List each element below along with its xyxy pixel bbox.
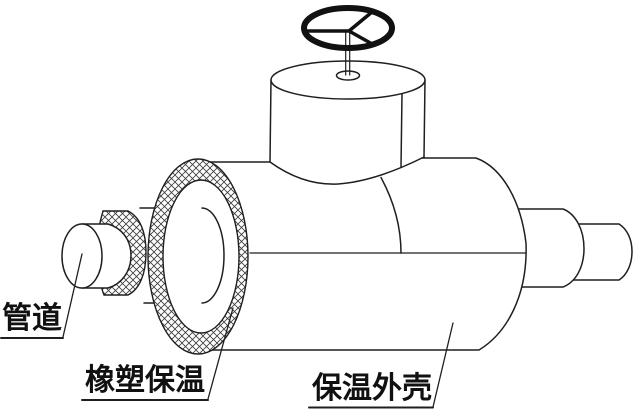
handwheel-icon — [301, 5, 395, 51]
valve-bonnet — [269, 60, 426, 254]
shell-shoulder-line — [380, 176, 402, 254]
insulation-shell-body — [204, 157, 527, 351]
rubber-insulation-ring — [147, 158, 249, 355]
label-insulation-shell: 保温外壳 — [312, 371, 432, 406]
label-rubber-insulation: 橡塑保温 — [85, 363, 205, 398]
label-pipe: 管道 — [2, 301, 62, 336]
valve-stem — [335, 29, 361, 81]
outlet-flange — [509, 208, 585, 288]
leader-lines — [0, 253, 454, 409]
pipe — [61, 223, 132, 289]
outlet-stub — [569, 223, 633, 281]
